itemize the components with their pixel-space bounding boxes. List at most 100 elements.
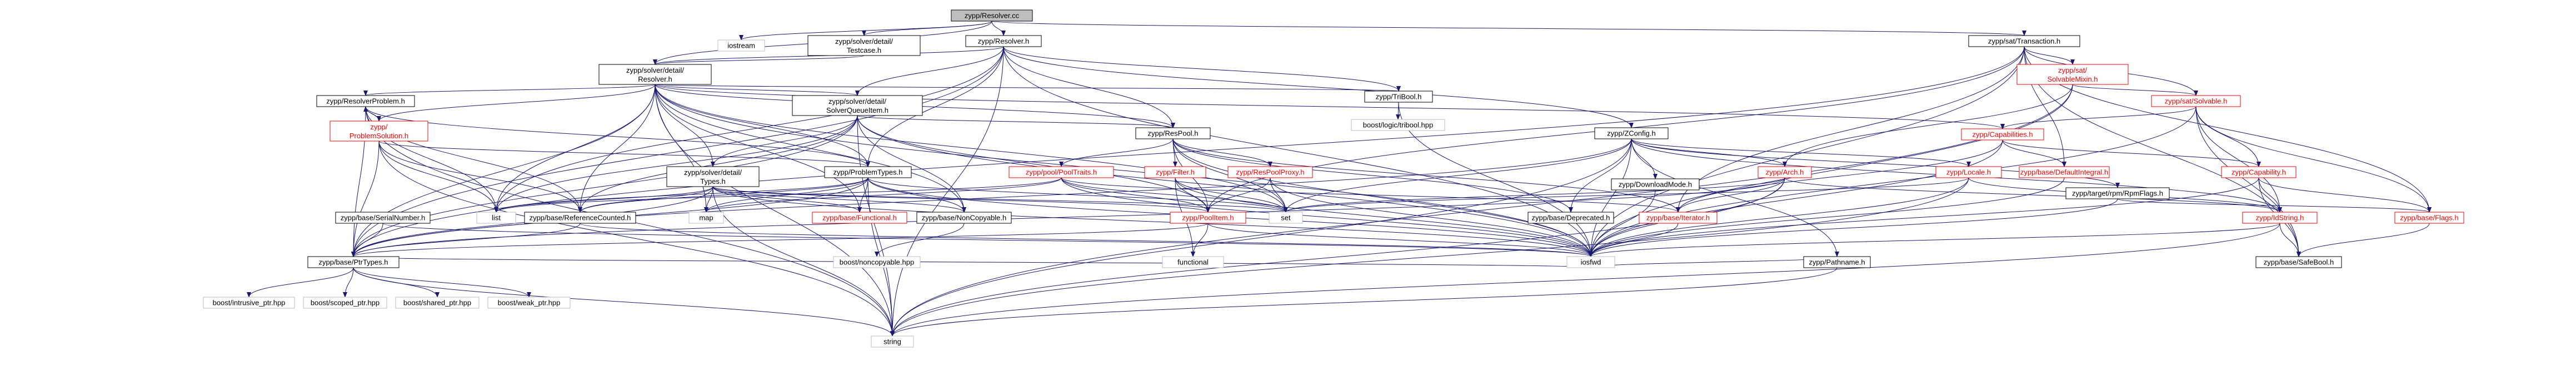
node-detail_resolver[interactable]: zypp/solver/detail/Resolver.h — [598, 64, 712, 85]
node-zconfig[interactable]: zypp/ZConfig.h — [1594, 127, 1669, 139]
edge-respool-to-deprecated — [1172, 138, 1573, 213]
node-label-filter: zypp/Filter.h — [1156, 168, 1195, 177]
node-label-ptrtypes: zypp/base/PtrTypes.h — [318, 258, 388, 267]
node-poolitem[interactable]: zypp/PoolItem.h — [1170, 212, 1246, 224]
edge-detail_resolver-to-refcounted — [578, 84, 656, 213]
node-iterator[interactable]: zypp/base/Iterator.h — [1639, 212, 1718, 224]
node-box-pathname — [1803, 256, 1871, 268]
node-defaultintegral[interactable]: zypp/base/DefaultIntegral.h — [2019, 166, 2110, 178]
edge-resolver_h-to-zconfig — [1003, 46, 1634, 128]
edge-transaction-to-ptrtypes — [351, 46, 2025, 257]
node-label-testcase: zypp/solver/detail/Testcase.h — [835, 37, 893, 54]
edge-arch-to-iterator — [1676, 177, 1785, 213]
node-tribool[interactable]: zypp/TriBool.h — [1364, 91, 1433, 103]
edge-resolver_h-to-list — [494, 46, 1004, 213]
node-idstring[interactable]: zypp/IdString.h — [2242, 212, 2318, 224]
node-boost_tribool: boost/logic/tribool.hpp — [1351, 119, 1445, 131]
edge-respool-to-iterator — [1172, 138, 1680, 213]
node-locale[interactable]: zypp/Locale.h — [1935, 166, 2002, 178]
node-arch[interactable]: zypp/Arch.h — [1758, 166, 1812, 178]
node-label-respoolproxy: zypp/ResPoolProxy.h — [1236, 168, 1304, 177]
node-label-string: string — [883, 338, 901, 346]
node-label-detail_resolver: zypp/solver/detail/Resolver.h — [626, 66, 684, 83]
node-pathname[interactable]: zypp/Pathname.h — [1803, 256, 1871, 268]
node-problemsolution[interactable]: zypp/ProblemSolution.h — [330, 121, 428, 142]
node-deprecated[interactable]: zypp/base/Deprecated.h — [1527, 212, 1614, 224]
node-box-functional — [1162, 256, 1224, 268]
edge-filter-to-set — [1175, 177, 1288, 213]
node-label-problemsolution: zypp/ProblemSolution.h — [350, 123, 408, 140]
edge-locale-to-set — [1284, 177, 1969, 213]
node-box-flags — [2394, 212, 2464, 224]
node-ptrtypes[interactable]: zypp/base/PtrTypes.h — [307, 256, 400, 268]
node-boost_intrusive: boost/intrusive_ptr.hpp — [203, 297, 295, 309]
edge-resolver_h-to-respool — [1003, 46, 1175, 128]
node-label-zconfig: zypp/ZConfig.h — [1607, 129, 1655, 138]
node-downloadmode[interactable]: zypp/DownloadMode.h — [1611, 178, 1700, 190]
node-label-rpmflags: zypp/target/rpm/RpmFlags.h — [2072, 189, 2163, 198]
node-box-set — [1269, 212, 1303, 224]
node-transaction[interactable]: zypp/sat/Transaction.h — [1968, 35, 2080, 47]
edge-poolitem_traits-to-iterator — [1061, 177, 1680, 213]
edge-respoolproxy-to-poolitem — [1206, 177, 1271, 213]
node-capabilities[interactable]: zypp/Capabilities.h — [1961, 128, 2044, 141]
node-resolver_h[interactable]: zypp/Resolver.h — [965, 35, 1042, 47]
edge-zconfig-to-deprecated — [1569, 138, 1632, 213]
node-poolitem_traits[interactable]: zypp/pool/PoolTraits.h — [1009, 166, 1114, 178]
node-refcounted[interactable]: zypp/base/ReferenceCounted.h — [524, 212, 636, 224]
node-functional_h[interactable]: zypp/base/Functional.h — [812, 212, 907, 224]
edge-detail_resolver-to-resolverproblem — [363, 84, 656, 96]
node-rpmflags[interactable]: zypp/target/rpm/RpmFlags.h — [2065, 187, 2170, 199]
node-capability[interactable]: zypp/Capability.h — [2221, 166, 2297, 178]
edge-detail_resolver-to-list — [494, 84, 656, 213]
node-solvablemixin[interactable]: zypp/sat/SolvableMixin.h — [2016, 64, 2129, 85]
edge-iterator-to-iosfwd — [1589, 223, 1679, 257]
node-label-respool: zypp/ResPool.h — [1147, 129, 1198, 138]
node-box-idstring — [2242, 212, 2318, 224]
node-box-detail_resolver — [598, 64, 712, 85]
node-solverqueueitem[interactable]: zypp/solver/detail/SolverQueueItem.h — [792, 95, 923, 116]
node-set: set — [1269, 212, 1303, 224]
node-testcase[interactable]: zypp/solver/detail/Testcase.h — [807, 35, 921, 56]
edge-respool-to-poolitem_traits — [1059, 138, 1174, 167]
node-box-root — [951, 9, 1033, 22]
node-respool[interactable]: zypp/ResPool.h — [1135, 127, 1211, 139]
edge-root-to-testcase — [862, 21, 992, 36]
node-safebool[interactable]: zypp/base/SafeBool.h — [2255, 256, 2342, 268]
node-flags[interactable]: zypp/base/Flags.h — [2394, 212, 2464, 224]
edge-poolitem-to-ptrtypes — [351, 223, 1209, 257]
edge-serialnumber-to-iosfwd — [382, 223, 1593, 257]
node-box-boost_shared — [395, 297, 480, 309]
node-root[interactable]: zypp/Resolver.cc — [951, 9, 1033, 22]
node-filter[interactable]: zypp/Filter.h — [1144, 166, 1206, 178]
node-sat_solvable[interactable]: zypp/sat/Solvable.h — [2151, 95, 2241, 107]
node-label-tribool: zypp/TriBool.h — [1376, 93, 1422, 101]
node-resolverproblem[interactable]: zypp/ResolverProblem.h — [316, 95, 415, 107]
edge-poolitem-to-functional — [1191, 223, 1209, 257]
edge-solvablemixin-to-sat_solvable — [2072, 84, 2198, 96]
edge-ptrtypes-to-iosfwd — [353, 256, 1592, 268]
node-respoolproxy[interactable]: zypp/ResPoolProxy.h — [1227, 166, 1313, 178]
node-boost_scoped: boost/scoped_ptr.hpp — [303, 297, 387, 309]
node-noncopyable[interactable]: zypp/base/NonCopyable.h — [916, 212, 1012, 224]
node-serialnumber[interactable]: zypp/base/SerialNumber.h — [335, 212, 431, 224]
node-label-idstring: zypp/IdString.h — [2256, 214, 2304, 222]
edge-capabilities-to-defaultintegral — [2002, 139, 2066, 167]
edge-capabilities-to-iterator — [1676, 139, 2003, 213]
edge-downloadmode-to-iosfwd — [1589, 189, 1656, 257]
edge-problemsolution-to-refcounted — [378, 141, 582, 213]
node-box-poolitem_traits — [1009, 166, 1114, 178]
node-label-resolver_h: zypp/Resolver.h — [978, 37, 1030, 46]
node-types[interactable]: zypp/solver/detail/Types.h — [666, 166, 760, 187]
node-box-iterator — [1639, 212, 1718, 224]
edge-problemtypes-to-functional_h — [857, 177, 868, 213]
edge-solverqueueitem-to-ptrtypes — [351, 115, 858, 257]
edge-poolitem_traits-to-map — [704, 177, 1062, 213]
node-problemtypes[interactable]: zypp/ProblemTypes.h — [824, 166, 912, 178]
edge-detail_resolver-to-tribool — [655, 84, 1400, 92]
edge-pathname-to-string — [890, 267, 1838, 337]
node-box-resolver_h — [965, 35, 1042, 47]
node-label-downloadmode: zypp/DownloadMode.h — [1619, 181, 1692, 189]
edge-zconfig-to-set — [1284, 138, 1632, 213]
node-box-list — [476, 212, 516, 224]
